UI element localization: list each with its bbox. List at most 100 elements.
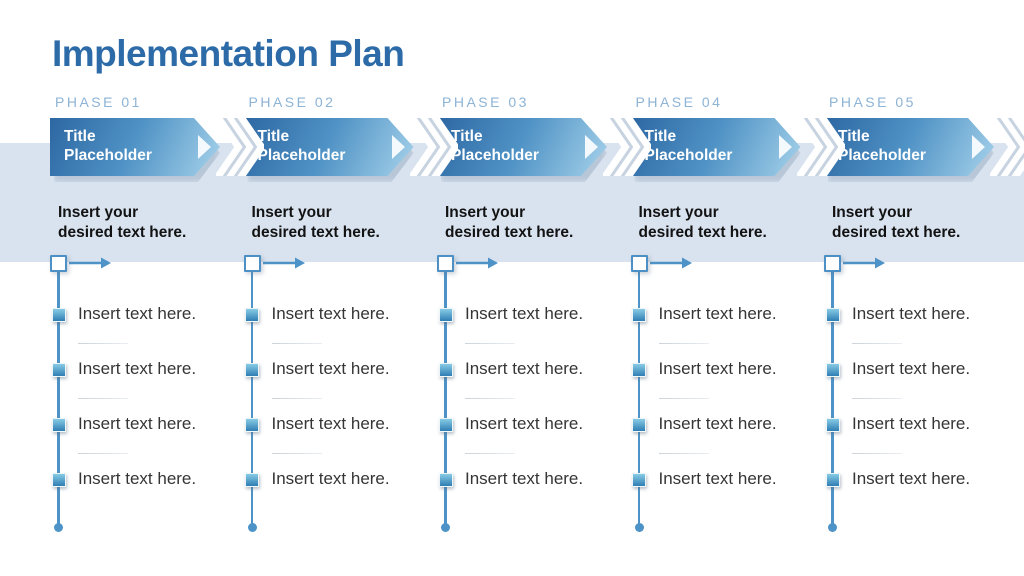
phase-column-5: PHASE 05 Title Placeholder Insert your d…	[824, 0, 1024, 576]
timeline-item-marker	[825, 418, 840, 432]
timeline-item-marker	[51, 363, 66, 377]
phase-label: PHASE 03	[442, 94, 529, 110]
timeline-item-marker	[245, 473, 259, 487]
timeline-divider	[465, 398, 515, 399]
timeline-item-text: Insert text here.	[78, 359, 197, 378]
phase-description: Insert your desired text here.	[445, 204, 574, 241]
arrow-tip-icon	[198, 135, 211, 159]
timeline-line	[637, 272, 641, 526]
timeline-end-dot	[828, 523, 837, 532]
timeline-start-arrow-icon	[69, 256, 111, 270]
timeline-start-marker	[437, 255, 454, 272]
timeline-divider	[271, 398, 322, 399]
phase-arrow-title: Title Placeholder	[451, 128, 539, 164]
timeline-item-text: Insert text here.	[658, 414, 777, 433]
timeline-item-text: Insert text here.	[271, 414, 390, 433]
timeline-divider	[78, 398, 128, 399]
timeline-divider	[658, 453, 709, 454]
timeline-item-marker	[245, 308, 259, 322]
timeline-divider	[852, 343, 902, 344]
phase-label: PHASE 02	[248, 94, 336, 110]
timeline-item-text: Insert text here.	[658, 359, 777, 378]
timeline-start-marker	[630, 255, 648, 272]
timeline-end-dot	[441, 523, 450, 532]
timeline-item-marker	[438, 363, 453, 377]
phase-column-3: PHASE 03 Title Placeholder Insert your d…	[437, 0, 637, 576]
timeline-item-text: Insert text here.	[465, 359, 584, 378]
timeline-item-text: Insert text here.	[271, 469, 390, 488]
phase-column-1: PHASE 01 Title Placeholder Insert your d…	[50, 0, 250, 576]
timeline-item-text: Insert text here.	[78, 414, 197, 433]
timeline-item-marker	[245, 418, 259, 432]
timeline-item-marker	[51, 473, 66, 487]
timeline-item-text: Insert text here.	[658, 304, 777, 323]
phase-arrow-title: Title Placeholder	[257, 128, 346, 164]
timeline-start-marker	[50, 255, 67, 272]
timeline-item-marker	[245, 363, 259, 377]
phase-description: Insert your desired text here.	[832, 204, 961, 241]
timeline-item-text: Insert text here.	[852, 359, 971, 378]
timeline-item-marker	[438, 473, 453, 487]
timeline-item-text: Insert text here.	[271, 359, 390, 378]
timeline-divider	[78, 343, 128, 344]
arrow-tip-icon	[391, 135, 405, 159]
timeline-line	[250, 272, 254, 526]
timeline-divider	[658, 398, 709, 399]
slide-title: Implementation Plan	[52, 33, 405, 74]
phase-arrow	[243, 118, 414, 176]
phase-arrow	[630, 118, 801, 176]
timeline-end-dot	[634, 523, 644, 532]
timeline-item-text: Insert text here.	[465, 469, 584, 488]
timeline-item-text: Insert text here.	[852, 304, 971, 323]
timeline-divider	[78, 453, 128, 454]
timeline-line	[831, 272, 834, 526]
chevron-separator-icon	[216, 118, 264, 176]
chevron-separator-icon	[410, 118, 458, 176]
timeline-item-marker	[51, 418, 66, 432]
phase-arrow-title: Title Placeholder	[838, 128, 926, 164]
arrow-tip-icon	[778, 135, 792, 159]
timeline-start-arrow-icon	[843, 256, 885, 270]
timeline-line	[57, 272, 60, 526]
timeline-item-text: Insert text here.	[271, 304, 390, 323]
timeline-divider	[271, 453, 322, 454]
timeline-item-marker	[632, 308, 646, 322]
timeline-line	[444, 272, 447, 526]
timeline-end-dot	[247, 523, 257, 532]
phase-description: Insert your desired text here.	[638, 204, 767, 241]
timeline-start-marker	[243, 255, 261, 272]
timeline-item-marker	[51, 308, 66, 322]
timeline-item-marker	[632, 418, 646, 432]
timeline-item-text: Insert text here.	[78, 469, 197, 488]
phase-column-2: PHASE 02 Title Placeholder Insert your d…	[243, 0, 444, 576]
timeline-item-text: Insert text here.	[852, 469, 971, 488]
timeline-item-text: Insert text here.	[658, 469, 777, 488]
phase-arrow	[50, 118, 220, 176]
timeline-end-dot	[54, 523, 63, 532]
arrow-tip-icon	[972, 135, 985, 159]
timeline-divider	[271, 343, 322, 344]
timeline-divider	[465, 453, 515, 454]
phase-description: Insert your desired text here.	[58, 204, 187, 241]
timeline-start-arrow-icon	[262, 256, 305, 270]
phase-arrow-title: Title Placeholder	[64, 128, 152, 164]
phase-description: Insert your desired text here.	[251, 204, 380, 241]
timeline-item-marker	[438, 308, 453, 322]
timeline-item-marker	[632, 363, 646, 377]
timeline-item-text: Insert text here.	[465, 304, 584, 323]
chevron-separator-icon	[797, 118, 845, 176]
phase-column-4: PHASE 04 Title Placeholder Insert your d…	[630, 0, 831, 576]
chevron-separator-icon	[990, 118, 1024, 176]
timeline-item-text: Insert text here.	[465, 414, 584, 433]
timeline-divider	[852, 398, 902, 399]
phase-label: PHASE 04	[635, 94, 723, 110]
phase-arrow	[437, 118, 607, 176]
timeline-item-marker	[438, 418, 453, 432]
phase-arrow	[824, 118, 994, 176]
timeline-item-marker	[825, 473, 840, 487]
timeline-item-text: Insert text here.	[78, 304, 197, 323]
timeline-item-marker	[825, 363, 840, 377]
chevron-separator-icon	[603, 118, 651, 176]
phase-label: PHASE 01	[55, 94, 142, 110]
